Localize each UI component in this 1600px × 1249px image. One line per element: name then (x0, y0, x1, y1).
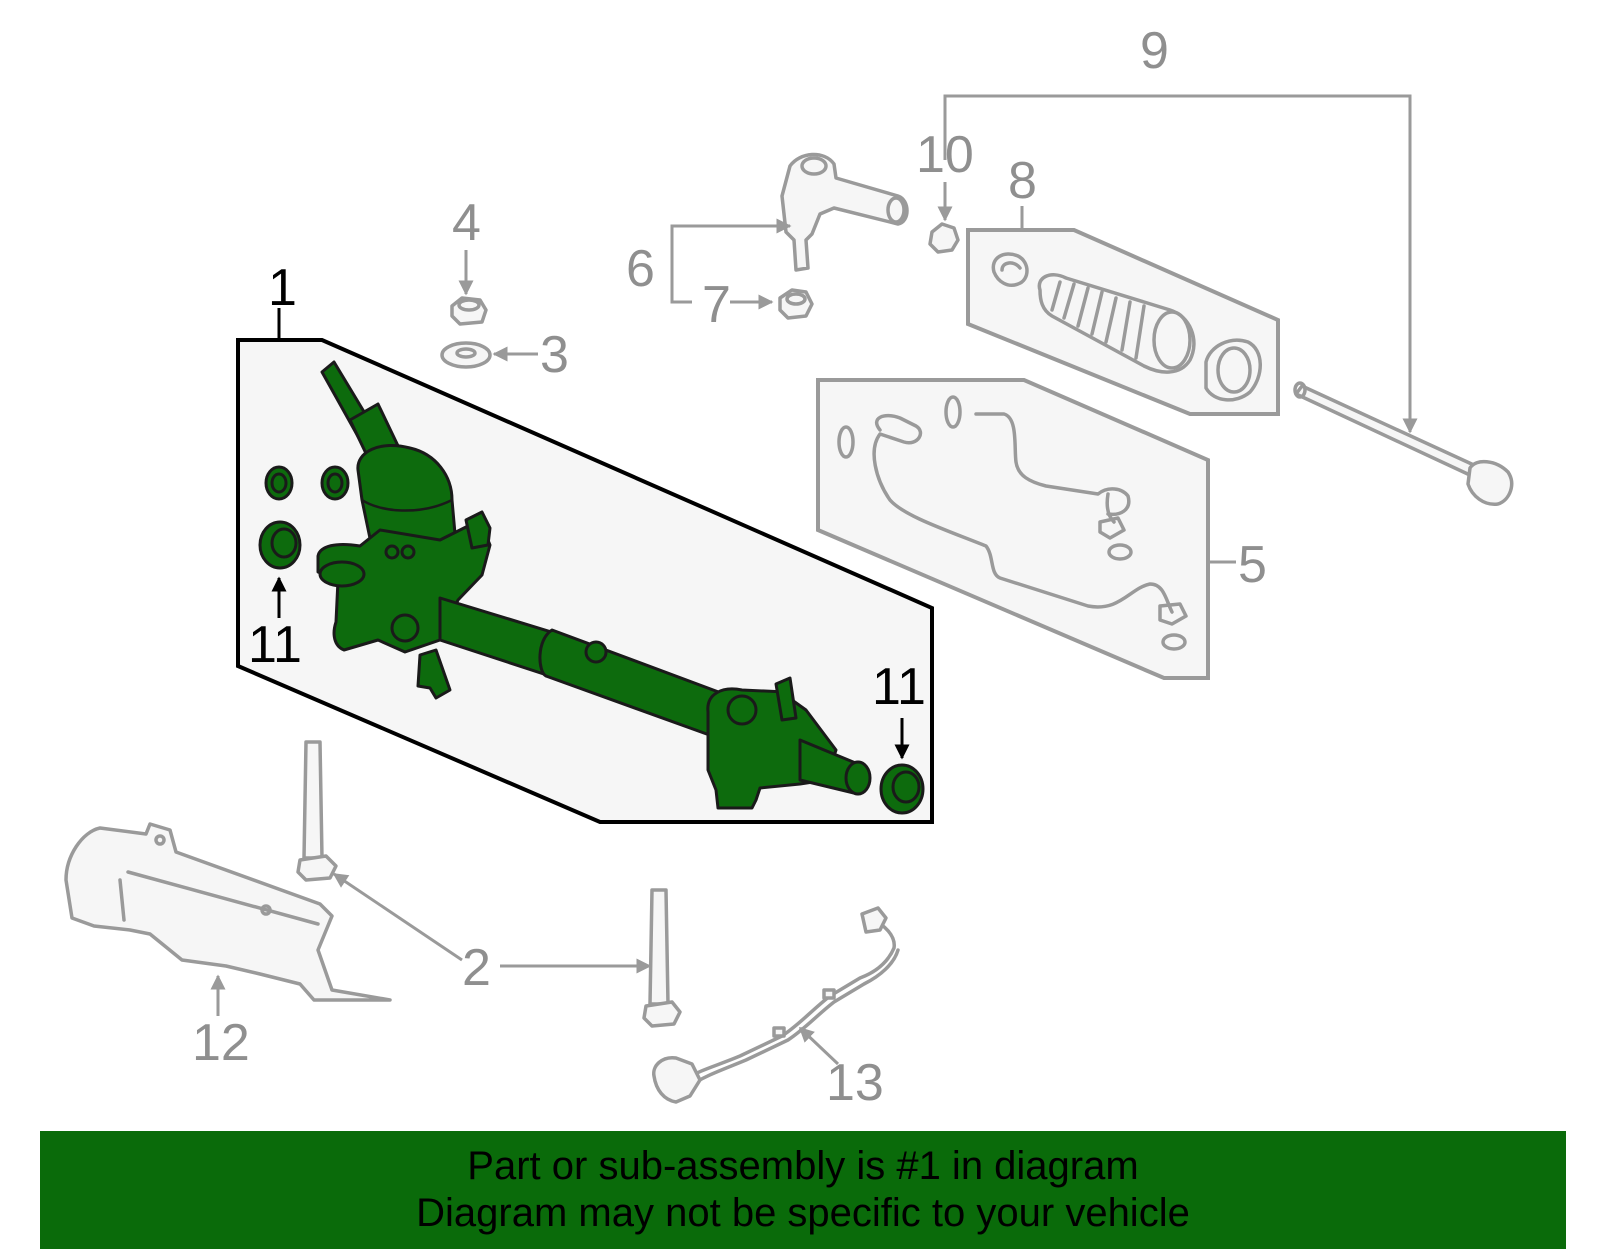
rack-motor-cap (318, 560, 366, 588)
mount-washer[interactable] (440, 341, 538, 369)
boot-clamp-small-inner (1000, 261, 1022, 272)
boot-large-end (1152, 310, 1192, 370)
callout-8: 8 (1008, 152, 1037, 210)
bolt-2-head (642, 1000, 682, 1028)
callout-6-leader (670, 218, 792, 268)
tie-rod-nut-top (785, 292, 807, 306)
pressure-line-1 (872, 413, 1174, 614)
callout-10: 10 (916, 126, 974, 184)
rack-top-tab (774, 676, 798, 722)
harness-connector-bottom (652, 1056, 702, 1104)
oring-4 (1107, 543, 1133, 561)
disclaimer-banner: Part or sub-assembly is #1 in diagram Di… (40, 1131, 1566, 1249)
tie-rod-nut[interactable] (730, 288, 814, 320)
rack-end-opening (844, 760, 872, 796)
tie-rod-end-body (780, 152, 909, 272)
harness-connector-top (860, 906, 888, 934)
washer-hole (455, 347, 477, 359)
boot-clamp-small (991, 252, 1029, 287)
banner-line-1: Part or sub-assembly is #1 in diagram (467, 1144, 1139, 1188)
washer-outer (440, 341, 492, 369)
tie-rod-end-thread (886, 196, 906, 224)
callout-2-leader-a (332, 872, 463, 962)
mount-nut[interactable] (450, 250, 488, 326)
tie-rod-end-eye (800, 156, 828, 176)
rack-port-2 (400, 544, 416, 560)
callout-11-left: 11 (248, 616, 302, 674)
rack-valve-ring (361, 498, 453, 512)
seal-large-left-hole (270, 527, 298, 559)
inner-tie-rod-tip (1293, 381, 1307, 399)
boot-clamp-large-inner (1216, 346, 1252, 394)
callout-6-leader-b (670, 268, 692, 304)
harness-clip-1 (772, 1026, 786, 1038)
pressure-line-2-fitting (1098, 516, 1126, 540)
oring-1 (837, 425, 855, 459)
seal-group-right[interactable] (879, 718, 925, 815)
heat-shield-hole-2 (260, 904, 272, 916)
pressure-line-kit[interactable] (816, 378, 1236, 680)
jam-nut[interactable] (928, 182, 960, 254)
callout-11-right: 11 (872, 658, 926, 716)
banner-line-2: Diagram may not be specific to your vehi… (416, 1191, 1190, 1235)
callout-13-leader (798, 1026, 840, 1066)
inner-tie-rod-joint (1466, 459, 1514, 506)
heat-shield-hole-1 (154, 834, 166, 846)
oring-2 (944, 395, 962, 429)
boot-clamp-large (1204, 338, 1262, 402)
callout-9: 9 (1140, 22, 1169, 80)
callout-4: 4 (452, 194, 481, 252)
steering-gear-assembly[interactable] (236, 308, 934, 824)
inner-tie-rod-shaft (1294, 384, 1478, 478)
callout-6: 6 (626, 240, 655, 298)
callout-2: 2 (462, 939, 491, 997)
rack-sensor-bracket (416, 648, 452, 700)
rack-mount-boss (390, 613, 420, 643)
mount-bolt-2[interactable] (642, 888, 682, 1028)
inner-tie-rod[interactable] (943, 94, 1514, 506)
harness-clip-2 (822, 988, 836, 1000)
seal-large-right-hole (891, 770, 921, 804)
oring-3 (1161, 633, 1187, 651)
rack-port-1 (384, 544, 400, 560)
rack-upper-bracket (464, 510, 492, 550)
pressure-line-2 (974, 412, 1131, 517)
rack-center-plug (584, 640, 608, 664)
heat-shield-body (64, 822, 392, 1002)
callout-1: 1 (268, 259, 297, 317)
callout-13: 13 (826, 1054, 884, 1112)
callout-9-leader (943, 94, 1418, 434)
heat-shield[interactable] (64, 822, 392, 1016)
jam-nut-body (928, 222, 960, 254)
wiring-harness[interactable] (652, 906, 900, 1104)
seal-group-left[interactable] (258, 465, 350, 618)
callout-12: 12 (192, 1014, 250, 1072)
heat-shield-fold (118, 878, 126, 922)
bolt-2-shank (648, 888, 670, 1006)
pressure-line-1-fitting (1158, 602, 1188, 626)
rack-outer-mount (726, 694, 758, 726)
harness-wire-2 (688, 948, 900, 1088)
bolt-1-head (296, 854, 338, 882)
nut-top (457, 298, 481, 312)
seal-small-2-hole (326, 472, 344, 494)
mount-bolt-1[interactable] (296, 740, 338, 882)
outer-tie-rod-end[interactable] (670, 152, 909, 304)
boot-ribs (1050, 280, 1146, 360)
callout-5: 5 (1238, 536, 1267, 594)
callout-3: 3 (540, 326, 569, 384)
callout-7: 7 (702, 276, 731, 334)
boot-kit[interactable] (966, 206, 1280, 416)
seal-small-1-hole (270, 472, 288, 494)
bolt-1-shank (302, 740, 324, 860)
heat-shield-rib (126, 870, 320, 926)
